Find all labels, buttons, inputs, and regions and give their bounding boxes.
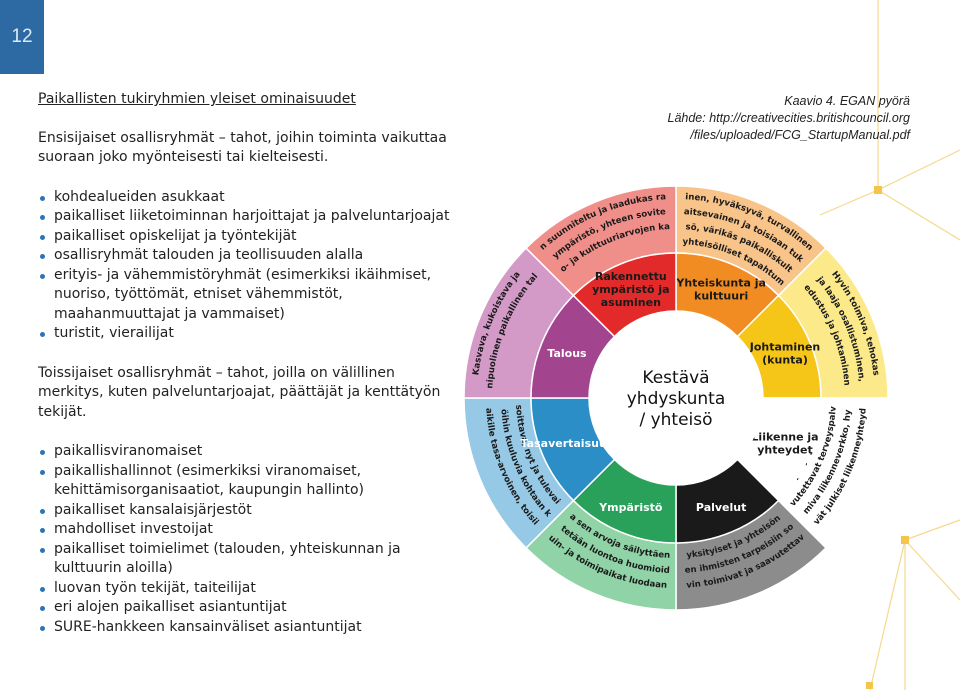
segment-label-rakennettu: Rakennettu [595, 270, 667, 283]
wheel-center [588, 310, 764, 486]
segment-label-johtaminen: (kunta) [762, 353, 808, 366]
segment-label-talous: Talous [547, 347, 587, 360]
list-item: paikallishallinnot (esimerkiksi viranoma… [38, 462, 456, 501]
caption-source: Lähde: http://creativecities.britishcoun… [667, 111, 911, 125]
segment-label-liikenne: Liikenne ja [751, 431, 818, 444]
primary-list: kohdealueiden asukkaat paikalliset liike… [38, 188, 456, 344]
list-item: SURE-hankkeen kansainväliset asiantuntij… [38, 618, 456, 638]
list-item: luovan työn tekijät, taiteilijat [38, 579, 456, 599]
list-item: paikallisviranomaiset [38, 442, 456, 462]
list-item: paikalliset toimielimet (talouden, yhtei… [38, 540, 456, 579]
segment-label-liikenne: yhteydet [757, 444, 812, 457]
figure-caption: Kaavio 4. EGAN pyörä Lähde: http://creat… [610, 93, 911, 144]
secondary-list: paikallisviranomaiset paikallishallinnot… [38, 442, 456, 637]
egan-wheel-diagram: Aktiivinen, hyväksyvä, turvallinen, reil… [460, 182, 889, 611]
list-item: eri alojen paikalliset asiantuntijat [38, 598, 456, 618]
list-item: paikalliset kansalaisjärjestöt [38, 501, 456, 521]
list-item: turistit, vierailijat [38, 324, 456, 344]
list-item: kohdealueiden asukkaat [38, 188, 456, 208]
list-item: osallisryhmät talouden ja teollisuuden a… [38, 246, 456, 266]
stakeholder-text: Paikallisten tukiryhmien yleiset ominais… [38, 90, 456, 637]
caption-path: /files/uploaded/FCG_StartupManual.pdf [690, 128, 910, 142]
list-item: paikalliset opiskelijat ja työntekijät [38, 227, 456, 247]
wheel-center-text: Kestävä [642, 368, 709, 388]
page-number: 12 [0, 0, 44, 74]
wheel-center-text: yhdyskunta [627, 389, 726, 409]
list-item: mahdolliset investoijat [38, 520, 456, 540]
caption-title: Kaavio 4. EGAN pyörä [784, 94, 910, 108]
wheel-center-text: / yhteisö [639, 410, 712, 430]
list-item: erityis- ja vähemmistöryhmät (esimerkiks… [38, 266, 456, 325]
segment-label-johtaminen: Johtaminen [749, 340, 821, 353]
list-item: paikalliset liiketoiminnan harjoittajat … [38, 207, 456, 227]
segment-label-tasavertaisuus: Tasavertaisuus [521, 437, 614, 450]
segment-label-ymparisto: Ympäristö [598, 501, 663, 514]
segment-label-yhteiskunta: Yhteiskunta ja [675, 276, 766, 289]
primary-intro: Ensisijaiset osallisryhmät – tahot, joih… [38, 129, 447, 166]
secondary-intro: Toissijaiset osallisryhmät – tahot, joil… [38, 364, 441, 420]
segment-label-palvelut: Palvelut [696, 501, 746, 514]
section-title: Paikallisten tukiryhmien yleiset ominais… [38, 91, 356, 107]
segment-label-yhteiskunta: kulttuuri [694, 289, 748, 302]
segment-label-rakennettu: ympäristö ja [592, 283, 670, 296]
segment-label-rakennettu: asuminen [601, 296, 661, 309]
